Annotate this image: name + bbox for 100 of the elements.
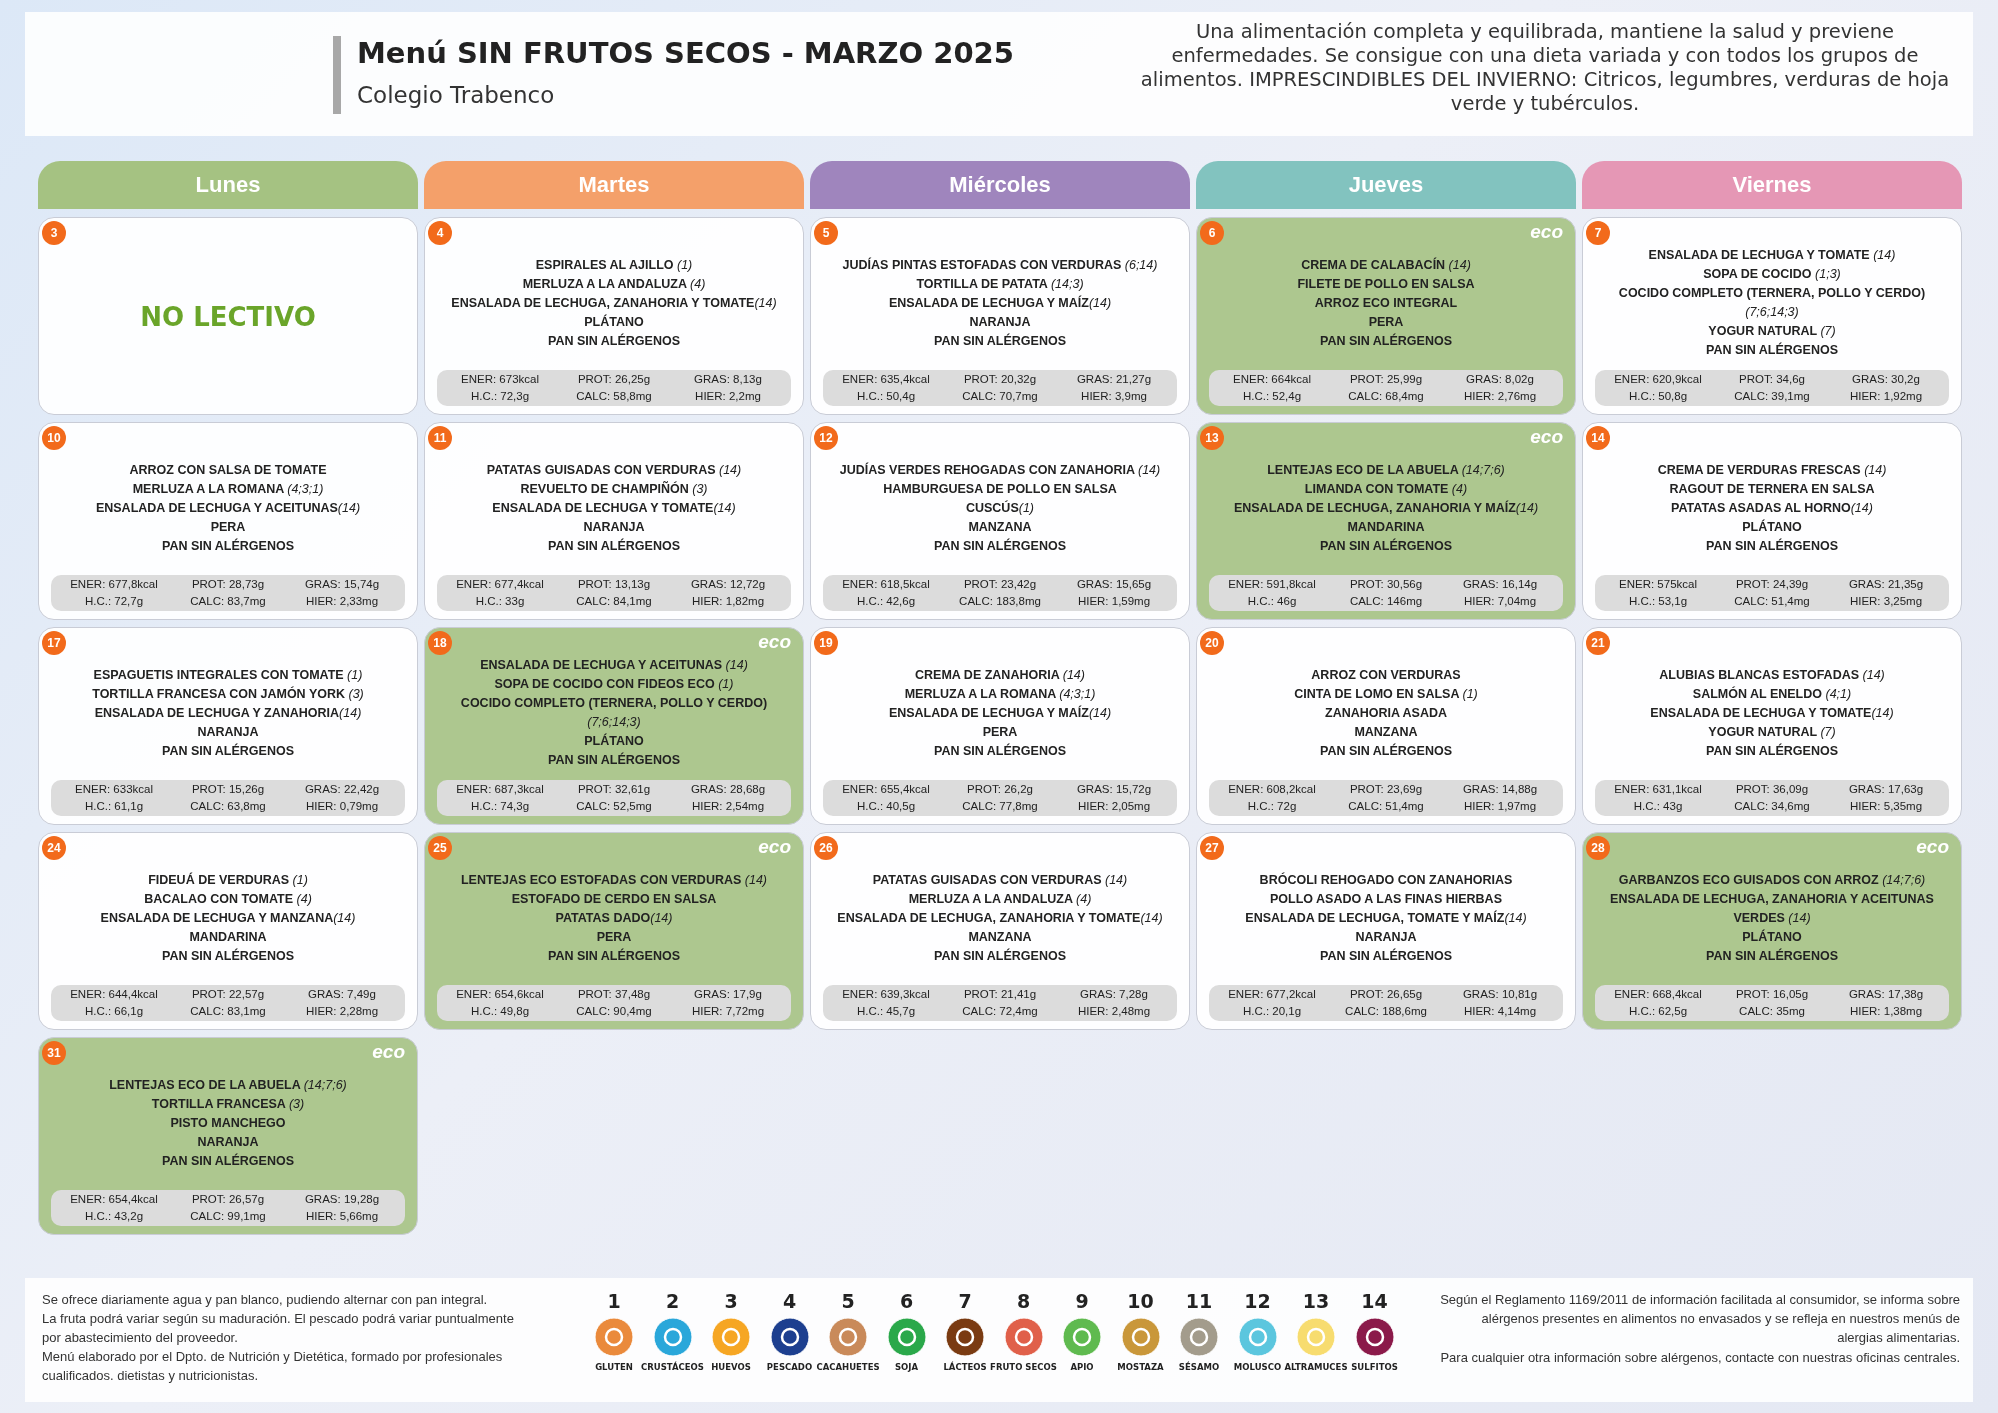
nutrition-value: CALC: 83,1mg — [190, 1004, 266, 1019]
nutrition-value: H.C.: 74,3g — [470, 799, 530, 814]
dish-text: CREMA DE ZANAHORIA (14) — [915, 666, 1085, 684]
day-tab: Miércoles — [810, 161, 1190, 209]
dish-text: JUDÍAS VERDES REHOGADAS CON ZANAHORIA (14) — [839, 461, 1161, 479]
dish-text: ENSALADA DE LECHUGA, ZANAHORIA Y MAÍZ(14) — [1233, 499, 1539, 517]
day-number-badge: 24 — [42, 836, 66, 860]
nutrition-value: ENER: 677,8kcal — [70, 577, 158, 592]
nutrition-value: ENER: 575kcal — [1619, 577, 1697, 592]
menu-card — [1196, 422, 1576, 620]
day-number-badge: 13 — [1200, 426, 1224, 450]
menu-card — [1196, 627, 1576, 825]
nutrition-value: ENER: 673kcal — [461, 372, 539, 387]
dish-text: CREMA DE VERDURAS FRESCAS (14) — [1657, 461, 1887, 479]
nutrition-value: CALC: 77,8mg — [962, 799, 1038, 814]
dish-text: SOPA DE COCIDO CON FIDEOS ECO (1) — [494, 676, 734, 693]
dish-text: ENSALADA DE LECHUGA, TOMATE Y MAÍZ(14) — [1245, 909, 1527, 927]
allergen-number: 4 — [781, 1290, 798, 1312]
nutrition-value: H.C.: 20,1g — [1242, 1004, 1302, 1019]
day-number-badge: 25 — [428, 836, 452, 860]
nutrition-panel — [1595, 575, 1949, 611]
nutrition-value: HIER: 2,33mg — [305, 594, 379, 609]
menu-card — [424, 422, 804, 620]
nutrition-value: ENER: 644,4kcal — [70, 987, 158, 1002]
nutrition-value: HIER: 0,79mg — [305, 799, 379, 814]
day-number-badge: 31 — [42, 1041, 66, 1065]
nutrition-value: HIER: 4,14mg — [1463, 1004, 1537, 1019]
dish-text: ALUBIAS BLANCAS ESTOFADAS (14) — [1659, 666, 1885, 684]
menu-card — [38, 1037, 418, 1235]
nutrition-panel — [1595, 985, 1949, 1021]
nutrition-value: H.C.: 72,3g — [470, 389, 530, 404]
nutrition-value: HIER: 2,54mg — [691, 799, 765, 814]
day-number-badge: 11 — [428, 426, 452, 450]
day-number-badge: 3 — [42, 221, 66, 245]
dish-text: PAN SIN ALÉRGENOS — [1706, 947, 1838, 965]
nutrition-panel — [1209, 780, 1563, 816]
nutrition-value: CALC: 68,4mg — [1348, 389, 1424, 404]
day-number-badge: 21 — [1586, 631, 1610, 655]
eco-mark: eco — [758, 632, 791, 652]
nutrition-value: ENER: 639,3kcal — [842, 987, 930, 1002]
legal-note: Para cualquier otra información sobre alérgenos, contacte con nuestras oficinas centrales. — [1440, 1349, 1960, 1367]
nutrition-value: PROT: 34,6g — [1739, 372, 1805, 387]
closed-day-text: NO LECTIVO — [139, 302, 317, 332]
nutrition-value: CALC: 90,4mg — [576, 1004, 652, 1019]
dish-text: NARANJA — [583, 518, 645, 536]
dish-text: GARBANZOS ECO GUISADOS CON ARROZ (14;7;6) — [1618, 871, 1926, 889]
nutrition-value: CALC: 34,6mg — [1734, 799, 1810, 814]
nutrition-value: H.C.: 72g — [1247, 799, 1297, 814]
nutrition-value: GRAS: 12,72g — [690, 577, 766, 592]
dish-text: ESPIRALES AL AJILLO (1) — [535, 256, 693, 274]
nutrition-value: CALC: 51,4mg — [1348, 799, 1424, 814]
nutrition-value: H.C.: 43,2g — [84, 1209, 144, 1224]
nutrition-value: CALC: 72,4mg — [962, 1004, 1038, 1019]
nutrition-panel — [823, 780, 1177, 816]
dish-text: COCIDO COMPLETO (TERNERA, POLLO Y CERDO) (7;6;14;3) — [459, 695, 769, 731]
nutrition-value: ENER: 618,5kcal — [842, 577, 930, 592]
dish-text: PAN SIN ALÉRGENOS — [1320, 332, 1452, 350]
nutrition-value: GRAS: 28,68g — [690, 782, 766, 797]
nutrition-value: H.C.: 46g — [1247, 594, 1297, 609]
menu-card — [810, 217, 1190, 415]
nutrition-value: GRAS: 17,9g — [694, 987, 762, 1002]
nutrition-value: PROT: 26,65g — [1349, 987, 1423, 1002]
nutrition-value: GRAS: 15,74g — [304, 577, 380, 592]
dish-text: PLÁTANO — [1742, 518, 1802, 536]
dish-text: ESTOFADO DE CERDO EN SALSA — [511, 890, 717, 908]
allergen-number: 14 — [1360, 1290, 1389, 1312]
nutrition-value: PROT: 21,41g — [963, 987, 1037, 1002]
dish-text: ENSALADA DE LECHUGA Y MAÍZ(14) — [888, 294, 1112, 312]
nutrition-panel — [1209, 985, 1563, 1021]
nutrition-value: HIER: 5,66mg — [305, 1209, 379, 1224]
nutrition-value: CALC: 188,6mg — [1345, 1004, 1427, 1019]
dish-text: PAN SIN ALÉRGENOS — [934, 742, 1066, 760]
nutrition-panel — [823, 370, 1177, 406]
day-number-badge: 18 — [428, 631, 452, 655]
nutrition-value: ENER: 655,4kcal — [842, 782, 930, 797]
dish-text: PATATAS GUISADAS CON VERDURAS (14) — [872, 871, 1128, 889]
dish-text: ARROZ CON VERDURAS — [1311, 666, 1461, 684]
nutrition-value: GRAS: 15,65g — [1076, 577, 1152, 592]
nutrition-value: HIER: 2,2mg — [695, 389, 761, 404]
menu-card — [38, 832, 418, 1030]
nutrition-value: HIER: 1,92mg — [1849, 389, 1923, 404]
nutrition-value: GRAS: 16,14g — [1462, 577, 1538, 592]
allergen-name: ALTRAMUCES — [1283, 1362, 1349, 1372]
nutrition-value: GRAS: 14,88g — [1462, 782, 1538, 797]
nutrition-value: GRAS: 8,13g — [694, 372, 762, 387]
dish-text: ENSALADA DE LECHUGA, ZANAHORIA Y TOMATE(14) — [451, 294, 777, 312]
nutrition-value: ENER: 654,6kcal — [456, 987, 544, 1002]
allergen-number: 2 — [664, 1290, 681, 1312]
dish-text: PISTO MANCHEGO — [170, 1114, 286, 1132]
nutrition-value: ENER: 677,2kcal — [1228, 987, 1316, 1002]
nutrition-value: PROT: 37,48g — [577, 987, 651, 1002]
dish-text: NARANJA — [1355, 928, 1417, 946]
dish-text: NARANJA — [197, 723, 259, 741]
allergen-number: 3 — [723, 1290, 739, 1312]
dish-text: ENSALADA DE LECHUGA Y ZANAHORIA(14) — [94, 704, 362, 722]
nutrition-value: HIER: 2,76mg — [1463, 389, 1537, 404]
allergen-number: 1 — [606, 1290, 622, 1312]
nutrition-panel — [437, 780, 791, 816]
dish-text: PAN SIN ALÉRGENOS — [162, 742, 294, 760]
footer-note: Se ofrece diariamente agua y pan blanco, pudiendo alternar con pan integral. — [42, 1291, 489, 1309]
